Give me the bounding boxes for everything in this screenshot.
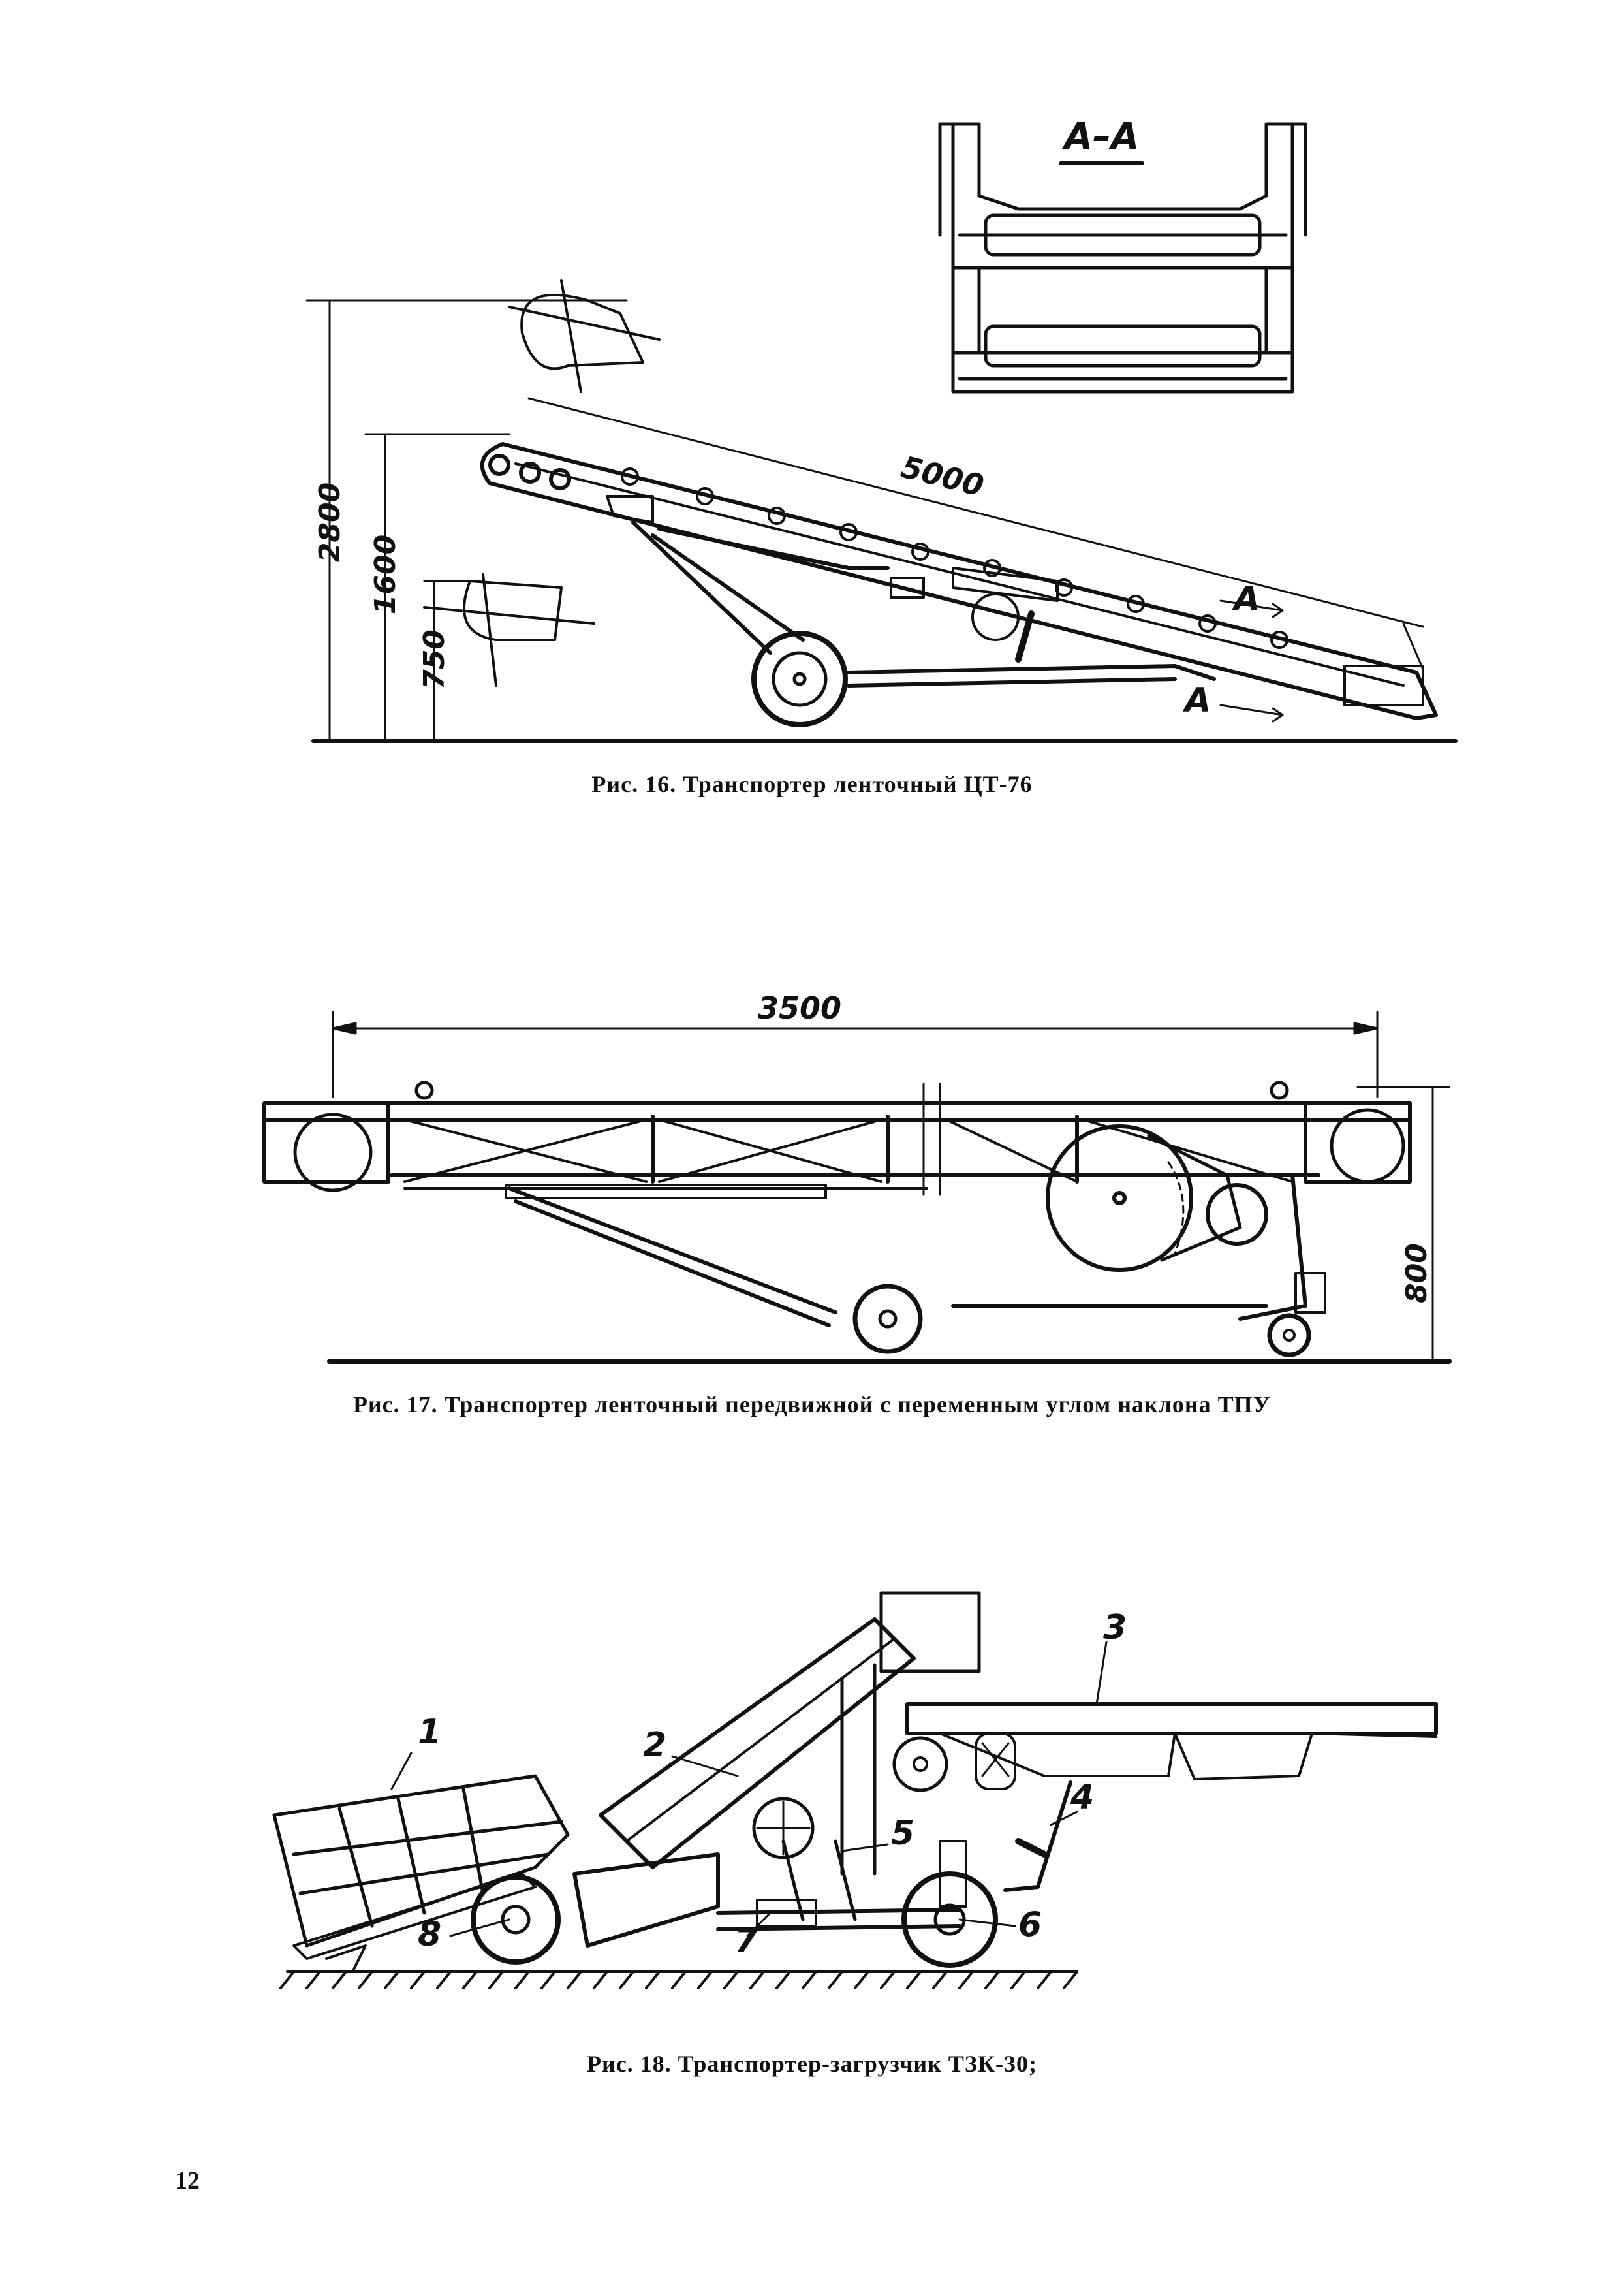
part-label-2: 2 xyxy=(643,1726,666,1765)
figure-17-drawing: 3500 800 xyxy=(262,990,1452,1364)
idler-rollers xyxy=(621,467,1288,649)
figure-17-caption: Рис. 17. Транспортер ленточный передвижн… xyxy=(352,1391,1272,1417)
dimension-2800: 2800 xyxy=(313,482,347,562)
leader-lines xyxy=(390,1641,1108,1937)
lifting-strut xyxy=(1003,1780,1072,1892)
section-a-a-label: А–А xyxy=(1062,116,1140,158)
part-label-4: 4 xyxy=(1070,1778,1094,1817)
cut-marker-bottom: А xyxy=(1182,681,1211,720)
hopper-drawing xyxy=(508,279,661,393)
cut-marker-top: А xyxy=(1231,580,1260,619)
section-a-a-drawing xyxy=(938,122,1307,394)
dimension-lines xyxy=(305,299,1424,742)
figure-18-drawing: 1 2 3 4 5 6 7 8 xyxy=(272,1591,1438,1989)
page-number: 12 xyxy=(175,2167,200,2194)
part-label-5: 5 xyxy=(891,1814,914,1853)
figure-16: А–А xyxy=(0,0,1624,770)
dimension-750: 750 xyxy=(418,629,451,689)
horizontal-conveyor xyxy=(892,1702,1438,1792)
wheel-front xyxy=(852,1284,923,1354)
wheel-right xyxy=(901,1871,998,1968)
control-wheel xyxy=(752,1797,815,1859)
dimension-1600: 1600 xyxy=(369,535,402,614)
figure-16-drawing: А–А xyxy=(305,116,1458,743)
dimension-3500: 3500 xyxy=(758,990,841,1026)
figure-18: 1 2 3 4 5 6 7 8 xyxy=(0,1580,1624,2017)
ground-hatched xyxy=(279,1970,1078,1989)
conveyor-belt-drawing xyxy=(480,442,1438,720)
wheel xyxy=(751,631,848,727)
inclined-conveyor xyxy=(599,1591,981,1876)
support-legs xyxy=(505,1173,1326,1327)
part-label-7: 7 xyxy=(734,1921,758,1961)
lower-hopper-drawing xyxy=(423,573,595,687)
chassis xyxy=(572,1839,967,1948)
receiving-hopper xyxy=(272,1774,570,1973)
figure-18-caption: Рис. 18. Транспортер-загрузчик ТЗК-30; xyxy=(586,2051,1038,2077)
part-label-3: 3 xyxy=(1103,1608,1127,1647)
drive-unit xyxy=(1046,1124,1268,1272)
support-frame xyxy=(631,520,1216,688)
wheel-rear xyxy=(1267,1313,1311,1357)
part-label-6: 6 xyxy=(1018,1905,1042,1944)
part-label-1: 1 xyxy=(418,1713,441,1752)
dimension-lines xyxy=(332,1011,1450,1363)
dimension-800: 800 xyxy=(1400,1243,1433,1303)
figure-17: 3500 800 xyxy=(0,979,1624,1384)
figure-16-caption: Рис. 16. Транспортер ленточный ЦТ-76 xyxy=(591,771,1033,797)
wheel-left xyxy=(471,1874,561,1965)
truss-frame xyxy=(262,1083,1412,1196)
part-label-8: 8 xyxy=(418,1915,441,1954)
end-pulleys xyxy=(293,1081,1405,1192)
